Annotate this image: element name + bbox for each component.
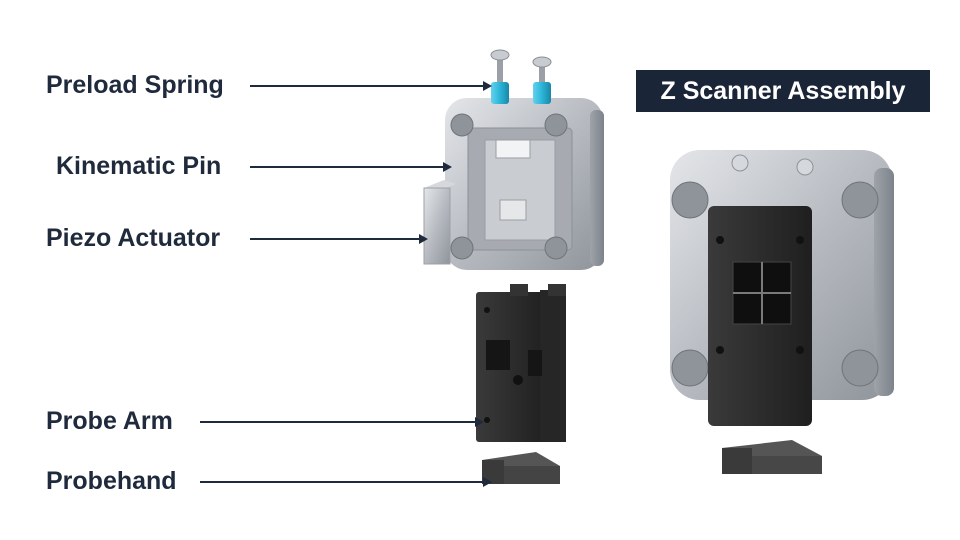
leader-probe-arm — [200, 417, 484, 427]
label-preload-spring: Preload Spring — [46, 71, 224, 99]
probe-arm — [476, 284, 566, 442]
leader-piezo-actuator — [250, 234, 428, 244]
probehand — [482, 452, 560, 484]
preload-spring-right — [532, 56, 552, 104]
piezo-actuator — [423, 180, 456, 265]
label-probe-arm: Probe Arm — [46, 407, 173, 435]
leader-preload-spring — [250, 81, 492, 91]
leader-kinematic-pin — [250, 162, 452, 172]
label-kinematic-pin: Kinematic Pin — [56, 152, 222, 180]
exploded-housing — [445, 98, 604, 270]
diagram-title: Z Scanner Assembly — [636, 70, 930, 112]
leader-probehand — [200, 477, 492, 487]
assembled-scanner — [670, 150, 894, 474]
label-probehand: Probehand — [46, 467, 177, 495]
preload-spring-left — [490, 49, 510, 104]
label-piezo-actuator: Piezo Actuator — [46, 224, 221, 252]
